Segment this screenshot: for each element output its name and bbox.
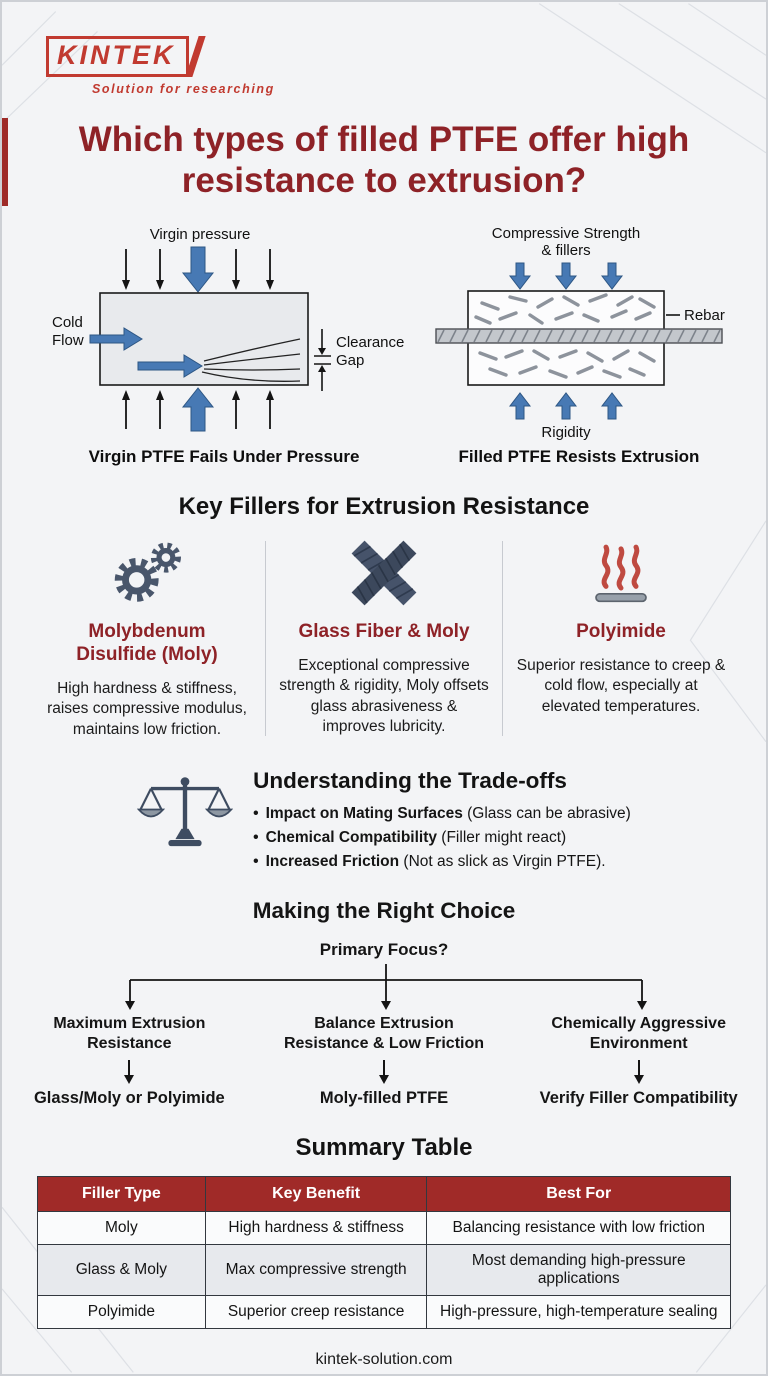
- clearance-gap-label-line2: Gap: [336, 352, 364, 369]
- page-title: Which types of filled PTFE offer high re…: [78, 120, 690, 200]
- branch-condition: Balance Extrusion Resistance & Low Frict…: [283, 1015, 485, 1053]
- down-arrow-icon: [124, 1060, 135, 1085]
- balance-scale-icon: [136, 777, 234, 847]
- filled-ptfe-drawing: Compressive Strength & fillers: [435, 225, 725, 441]
- choice-heading: Making the Right Choice: [252, 898, 516, 924]
- table-cell: Max compressive strength: [204, 1244, 428, 1297]
- filled-ptfe-diagram: Compressive Strength & fillers: [428, 223, 730, 467]
- header: KINTEK Solution for researching: [2, 2, 766, 96]
- flowchart-connector: [125, 964, 647, 1011]
- virgin-ptfe-drawing: Virgin pressure Cold Flow: [52, 226, 404, 432]
- table-cell: Polyimide: [37, 1295, 206, 1330]
- left-accent-bar: [2, 118, 8, 206]
- table-cell: High-pressure, high-temperature sealing: [426, 1295, 731, 1330]
- branch-condition: Chemically Aggressive Environment: [551, 1015, 726, 1053]
- cold-flow-label-line2: Flow: [52, 332, 84, 349]
- filler-card-glass-moly: Glass Fiber & Moly Exceptional compressi…: [270, 537, 498, 740]
- filler-card-moly: Molybdenum Disulfide (Moly) High hardnes…: [33, 537, 261, 740]
- table-header-cell: Filler Type: [37, 1176, 206, 1213]
- clearance-dimension-lines: [314, 329, 331, 392]
- cold-flow-arrow: [89, 327, 143, 352]
- summary-heading: Summary Table: [295, 1134, 473, 1162]
- branch-result: Glass/Moly or Polyimide: [33, 1089, 225, 1108]
- gears-icon: [114, 542, 181, 602]
- heat-icon: [595, 544, 647, 603]
- bullet-glyph: •: [253, 853, 259, 871]
- diagram-row: Virgin pressure Cold Flow: [2, 223, 766, 467]
- pressure-arrows-top: [125, 249, 271, 282]
- rigidity-label: Rigidity: [541, 424, 591, 441]
- virgin-ptfe-caption: Virgin PTFE Fails Under Pressure: [88, 447, 360, 467]
- compressive-label-line1: Compressive Strength: [492, 225, 640, 242]
- table-row: Polyimide Superior creep resistance High…: [37, 1295, 731, 1330]
- down-arrow-icon: [379, 1060, 389, 1085]
- bullet-glyph: •: [253, 805, 259, 823]
- filler-title: Polyimide: [576, 621, 666, 643]
- big-pressure-arrow-up: [181, 387, 215, 432]
- footer-url: kintek-solution.com: [315, 1351, 453, 1369]
- brand-name: KINTEK: [57, 40, 176, 70]
- filler-title: Glass Fiber & Moly: [298, 621, 470, 643]
- column-divider: [265, 541, 266, 737]
- down-arrow-icon: [633, 1060, 644, 1085]
- virgin-ptfe-diagram: Virgin pressure Cold Flow: [38, 223, 410, 467]
- table-header-cell: Key Benefit: [204, 1176, 428, 1213]
- inner-flow-arrow: [137, 354, 203, 379]
- filler-fibers: [474, 293, 656, 379]
- table-row: Moly High hardness & stiffness Balancing…: [37, 1211, 731, 1246]
- compressive-label-line2: & fillers: [541, 242, 590, 259]
- clearance-gap-label-line1: Clearance: [336, 334, 404, 351]
- branch-result: Moly-filled PTFE: [319, 1089, 449, 1108]
- pressure-arrowheads-top: [122, 280, 274, 291]
- rebar-label: Rebar: [684, 307, 725, 324]
- compressive-arrows-down: [508, 262, 624, 291]
- rigidity-arrows-up: [508, 392, 624, 420]
- pressure-arrowheads-bottom: [122, 390, 274, 401]
- filler-description: High hardness & stiffness, raises compre…: [47, 679, 247, 738]
- rebar-hatching: [437, 329, 721, 343]
- flow-fan-lines: [201, 338, 301, 383]
- brand-tagline: Solution for researching: [92, 82, 275, 96]
- branch-max-resistance: Maximum Extrusion Resistance Glass/Moly …: [2, 1014, 257, 1108]
- filler-description: Superior resistance to creep & cold flow…: [516, 656, 726, 715]
- cold-flow-label-line1: Cold: [52, 314, 83, 331]
- branch-chemical: Chemically Aggressive Environment Verify…: [511, 1014, 766, 1108]
- branch-result: Verify Filler Compatibility: [539, 1089, 738, 1108]
- filler-description: Exceptional compressive strength & rigid…: [279, 656, 489, 736]
- table-cell: High hardness & stiffness: [204, 1211, 428, 1246]
- filled-ptfe-caption: Filled PTFE Resists Extrusion: [458, 447, 700, 467]
- primary-focus-label: Primary Focus?: [319, 940, 449, 960]
- tradeoff-item: •Chemical Compatibility (Filler might re…: [253, 829, 567, 847]
- table-cell: Superior creep resistance: [204, 1295, 428, 1330]
- bullet-glyph: •: [253, 829, 259, 847]
- table-cell: Balancing resistance with low friction: [426, 1211, 731, 1246]
- branch-condition: Maximum Extrusion Resistance: [53, 1015, 206, 1053]
- summary-table: Filler Type Key Benefit Best For Moly Hi…: [37, 1176, 731, 1330]
- virgin-pressure-label: Virgin pressure: [150, 226, 251, 243]
- filler-card-polyimide: Polyimide Superior resistance to creep &…: [507, 537, 735, 740]
- tradeoffs-list: •Impact on Mating Surfaces (Glass can be…: [253, 802, 631, 874]
- decision-branches: Maximum Extrusion Resistance Glass/Moly …: [2, 1014, 766, 1108]
- branch-balance: Balance Extrusion Resistance & Low Frict…: [257, 1014, 512, 1108]
- table-row: Glass & Moly Max compressive strength Mo…: [37, 1244, 731, 1297]
- rebar-rod: [435, 328, 723, 344]
- column-divider: [502, 541, 503, 737]
- fillers-row: Molybdenum Disulfide (Moly) High hardnes…: [2, 537, 766, 740]
- table-cell: Most demanding high-pressure application…: [426, 1244, 731, 1297]
- filler-title: Molybdenum Disulfide (Moly): [76, 621, 218, 665]
- kintek-logo: KINTEK: [46, 36, 189, 77]
- tradeoffs-section: Understanding the Trade-offs •Impact on …: [2, 768, 766, 874]
- pressure-arrows-bottom: [125, 399, 271, 430]
- table-header-row: Filler Type Key Benefit Best For: [37, 1176, 731, 1213]
- tradeoff-item: •Impact on Mating Surfaces (Glass can be…: [253, 805, 631, 823]
- table-header-cell: Best For: [426, 1176, 731, 1213]
- table-cell: Glass & Moly: [37, 1244, 206, 1297]
- table-cell: Moly: [37, 1211, 206, 1246]
- fiber-mesh-icon: [351, 540, 417, 606]
- tradeoff-item: •Increased Friction (Not as slick as Vir…: [253, 853, 606, 871]
- big-pressure-arrow-down: [181, 246, 215, 293]
- tradeoffs-heading: Understanding the Trade-offs: [253, 768, 567, 794]
- fillers-heading: Key Fillers for Extrusion Resistance: [178, 493, 590, 521]
- clearance-arrowheads: [318, 348, 326, 373]
